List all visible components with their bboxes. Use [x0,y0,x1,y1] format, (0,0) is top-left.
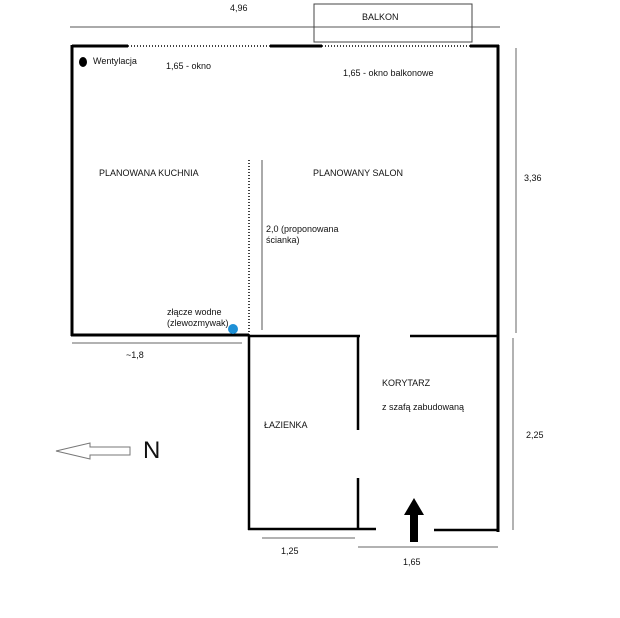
partition-label-line1: 2,0 (proponowana [266,224,339,234]
water-point-dot-icon [228,324,238,334]
kitchen-width-label: ~1,8 [126,350,144,360]
wardrobe-label: z szafą zabudowaną [382,402,465,412]
ventilation-label: Wentylacja [93,56,137,66]
height-top-label: 3,36 [524,173,542,183]
north-arrow-icon [55,442,131,460]
corridor-width-label: 1,65 [403,557,421,567]
bathroom-width-label: 1,25 [281,546,299,556]
balcony-label: BALKON [362,12,399,22]
north-label: N [143,437,161,464]
total-width-label: 4,96 [230,3,248,13]
window-label: 1,65 - okno [166,61,212,71]
ventilation-dot-icon [79,57,87,67]
water-connection-label-line1: złącze wodne [167,307,222,317]
corridor-label: KORYTARZ [382,378,431,388]
entrance-arrow-icon [404,498,424,542]
balcony-outline [313,3,473,43]
bathroom-label: ŁAZIENKA [264,420,308,430]
partition-label-line2: ścianka) [266,235,300,245]
water-connection-label-line2: (zlewozmywak) [167,318,229,328]
balcony-window-label: 1,65 - okno balkonowe [343,68,434,78]
height-bottom-label: 2,25 [526,430,544,440]
living-room-label: PLANOWANY SALON [313,168,404,178]
kitchen-label: PLANOWANA KUCHNIA [99,168,199,178]
